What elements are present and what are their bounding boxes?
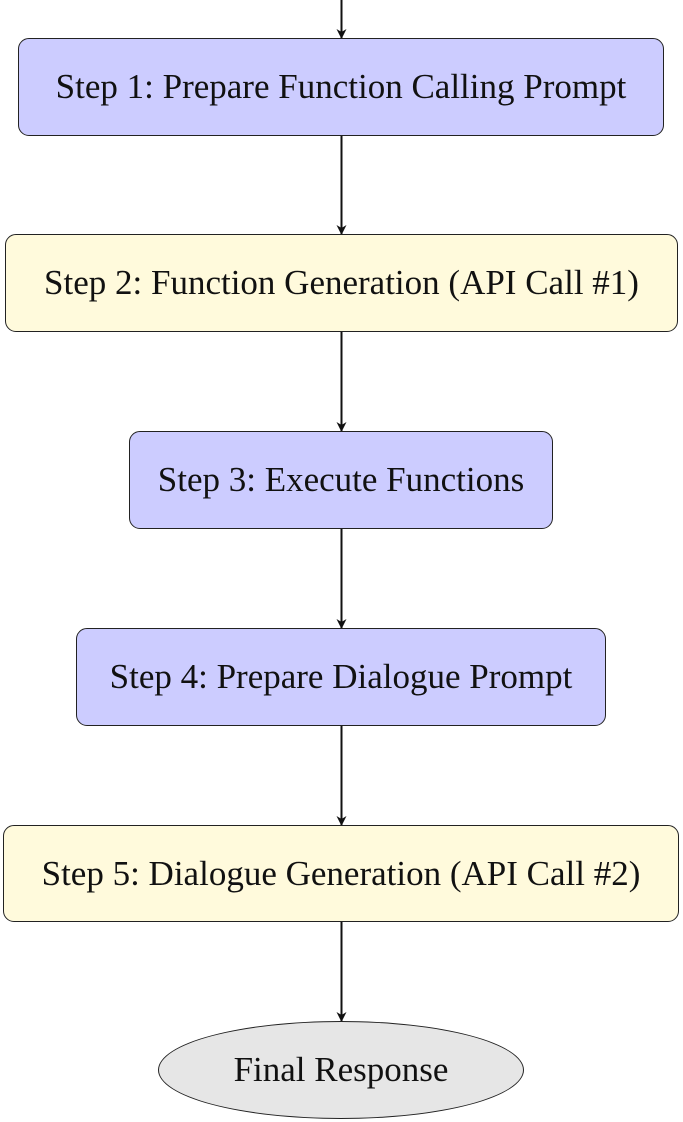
step2-label: Step 2: Function Generation (API Call #1…	[44, 263, 639, 302]
final-response-label: Final Response	[233, 1050, 449, 1089]
step3-label: Step 3: Execute Functions	[157, 460, 525, 499]
step4-node: Step 4: Prepare Dialogue Prompt	[76, 628, 606, 726]
step2-node: Step 2: Function Generation (API Call #1…	[5, 234, 678, 332]
step5-label: Step 5: Dialogue Generation (API Call #2…	[41, 853, 641, 893]
step1-label: Step 1: Prepare Function Calling Prompt	[55, 67, 627, 106]
step1-node: Step 1: Prepare Function Calling Prompt	[18, 38, 664, 136]
step4-label: Step 4: Prepare Dialogue Prompt	[109, 657, 573, 696]
step5-node: Step 5: Dialogue Generation (API Call #2…	[3, 825, 679, 922]
step3-node: Step 3: Execute Functions	[129, 431, 553, 529]
final-response-node: Final Response	[158, 1021, 524, 1119]
